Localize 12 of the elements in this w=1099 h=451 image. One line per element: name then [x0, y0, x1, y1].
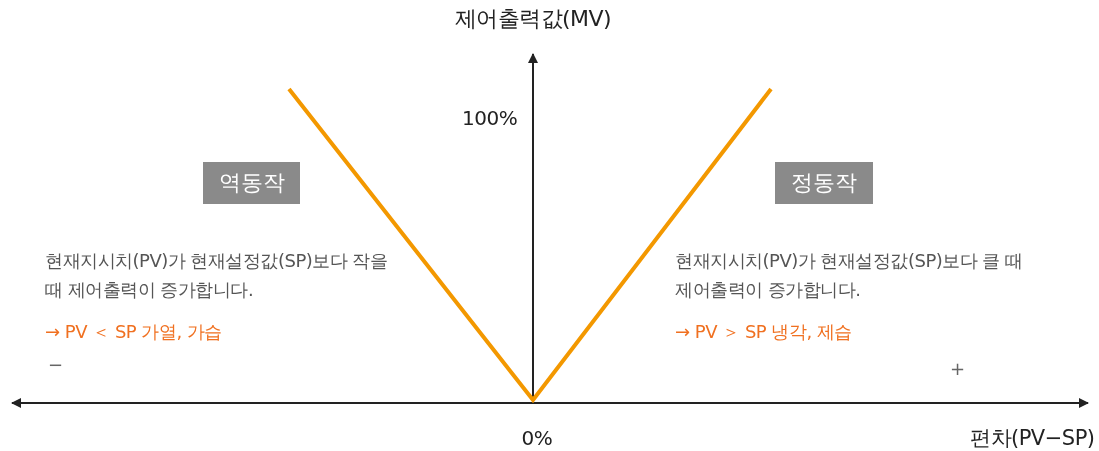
tick-label: 0% — [521, 426, 553, 450]
description-text: 현재지시치(PV)가 현재설정값(SP)보다 작을 때 제어출력이 증가합니다. — [45, 249, 389, 302]
label-box: 정동작 — [775, 162, 873, 204]
sign-label: − — [48, 354, 63, 375]
axis-title: 편차(PV−SP) — [970, 425, 1095, 451]
tick-label: 100% — [462, 106, 518, 130]
label-box: 역동작 — [203, 162, 300, 204]
note-text: → PV ＜ SP 가열, 가습 — [45, 320, 222, 344]
axis-title: 제어출력값(MV) — [454, 5, 612, 33]
note-text: → PV ＞ SP 냉각, 제습 — [675, 320, 852, 344]
sign-label: + — [950, 358, 965, 379]
description-text: 현재지시치(PV)가 현재설정값(SP)보다 클 때 제어출력이 증가합니다. — [675, 249, 1024, 302]
